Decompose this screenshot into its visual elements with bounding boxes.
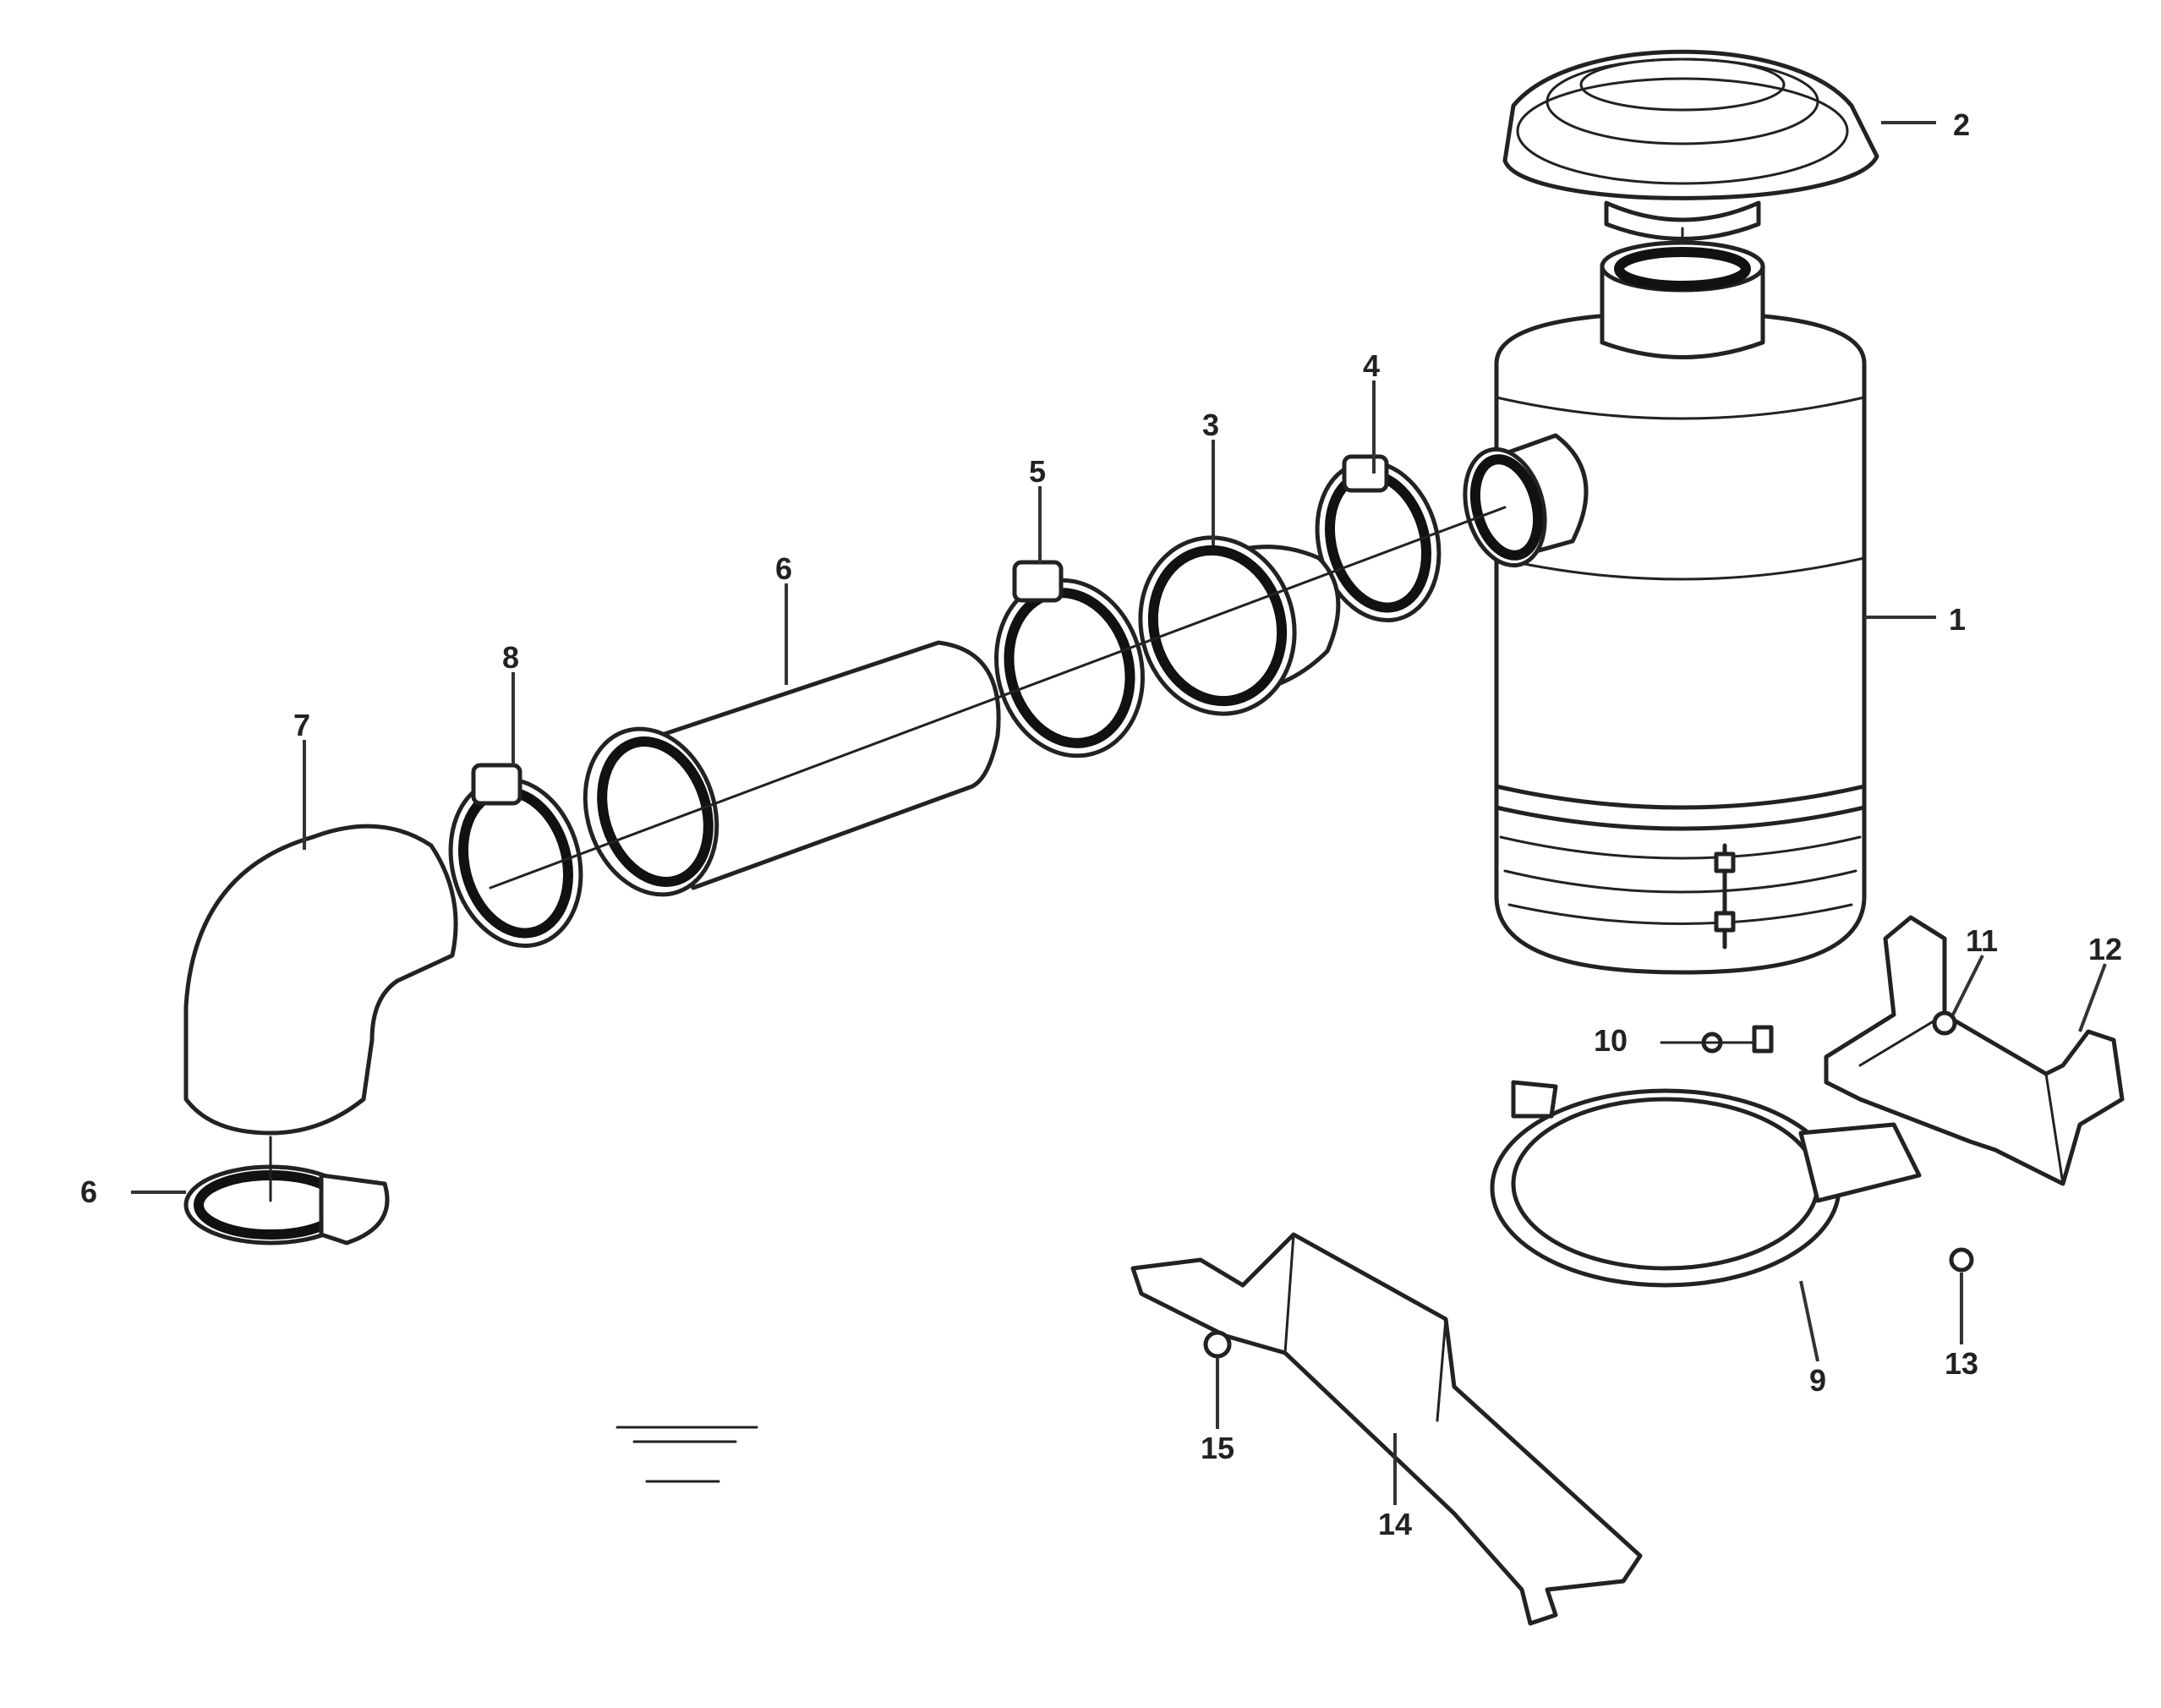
hardware-10 (1660, 1025, 1774, 1054)
air-cleaner-housing (1463, 240, 1867, 975)
callout-10: 10 (1594, 1023, 1628, 1058)
hardware-15 (1203, 1330, 1232, 1359)
hose-clamp-4 (1315, 454, 1442, 623)
callout-8: 8 (502, 640, 519, 675)
leader-lines (131, 121, 2107, 1505)
callout-7: 7 (293, 708, 310, 742)
callout-6: 6 (775, 551, 792, 586)
hose-clamp-8 (448, 763, 583, 949)
rain-cap (1502, 49, 1879, 255)
callout-12: 12 (2088, 932, 2122, 966)
callout-15: 15 (1201, 1431, 1234, 1465)
callout-9: 9 (1809, 1363, 1826, 1398)
callout-14: 14 (1378, 1507, 1412, 1541)
callout-5: 5 (1029, 454, 1046, 489)
callout-4: 4 (1363, 348, 1380, 383)
hose-clamp-bottom (183, 1136, 390, 1245)
callout-3: 3 (1202, 408, 1219, 442)
hardware-13 (1949, 1247, 1974, 1273)
callout-6-bottom: 6 (80, 1174, 97, 1209)
hardware-11 (1932, 1010, 1957, 1036)
long-bracket (1130, 1232, 1643, 1626)
callout-1: 1 (1949, 602, 1966, 637)
callout-13: 13 (1945, 1346, 1978, 1381)
mounting-band (1490, 1080, 1922, 1288)
support-bracket (1824, 915, 2125, 1186)
reducer-sleeve (1138, 535, 1341, 716)
intake-pipe (583, 640, 1001, 897)
drawing-reference-mark (615, 1426, 758, 1483)
callout-2: 2 (1953, 107, 1970, 142)
hose-clamp-5 (994, 560, 1145, 758)
elbow-hose (183, 824, 458, 1136)
callout-11: 11 (1966, 923, 1998, 958)
callout-labels: 2 1 4 3 5 6 8 7 6 9 10 11 12 13 15 14 (80, 107, 2122, 1541)
